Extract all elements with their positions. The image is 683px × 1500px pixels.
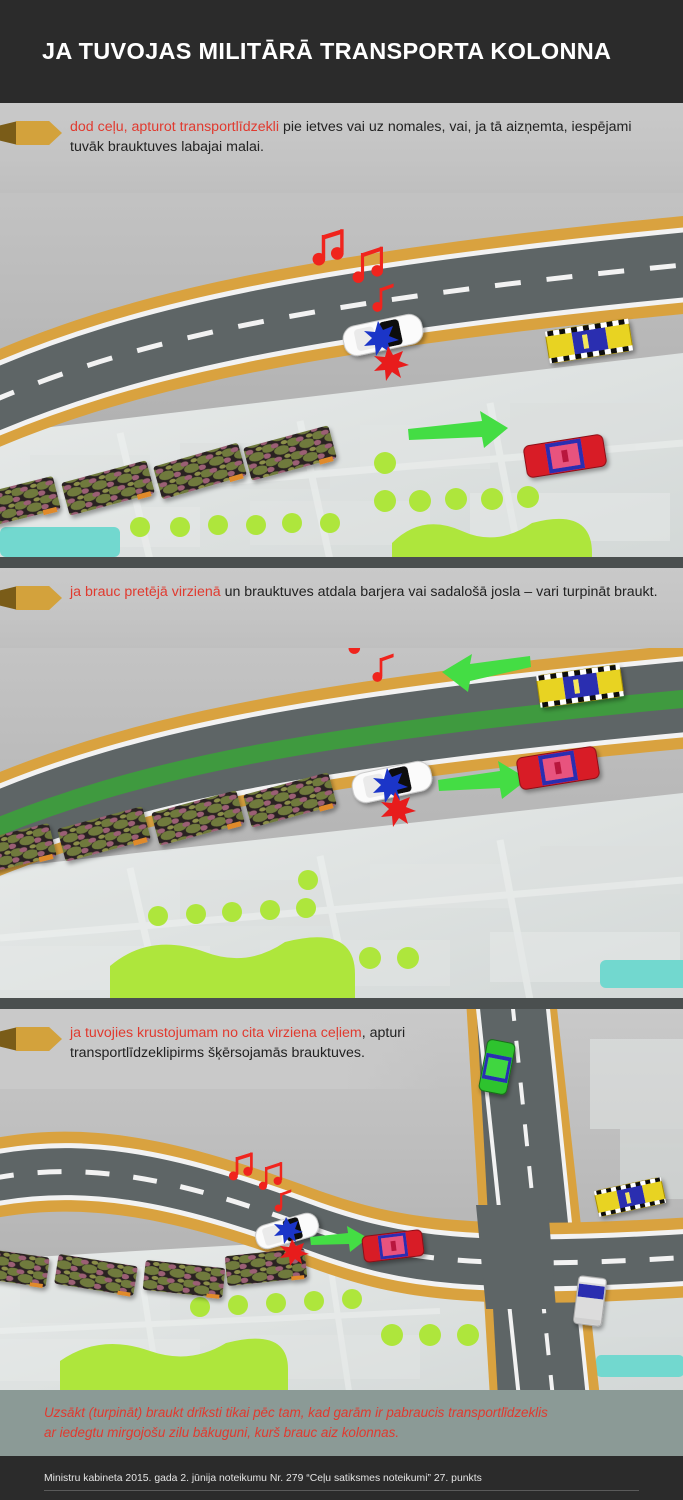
instruction-block-3: ja tuvojies krustojumam no cita virziena… xyxy=(0,1009,440,1089)
water-area-2 xyxy=(600,960,683,988)
siren-sound-notes-3 xyxy=(228,1152,292,1212)
scene-2-svg xyxy=(0,568,683,1000)
gold-pencil-marker-3 xyxy=(0,1027,62,1051)
footnote-block: Uzsākt (turpināt) braukt drīksti tikai p… xyxy=(0,1390,683,1456)
page-title: JA TUVOJAS MILITĀRĀ TRANSPORTA KOLONNA xyxy=(42,38,612,64)
footnote-line-1: Uzsākt (turpināt) braukt drīksti tikai p… xyxy=(44,1404,548,1420)
police-siren-lights-3 xyxy=(274,1217,309,1266)
police-siren-lights xyxy=(364,321,409,381)
military-convoy-2 xyxy=(0,772,337,877)
tree-dots xyxy=(130,452,592,560)
yellow-taxi-2 xyxy=(536,664,624,708)
red-car-2 xyxy=(516,746,600,790)
green-car xyxy=(478,1039,516,1095)
instruction-highlight-1: dod ceļu, apturot transportlīdzekli xyxy=(70,119,279,135)
water-area-3 xyxy=(596,1355,683,1377)
scene-separator-2 xyxy=(0,998,683,1009)
tree-dots-3 xyxy=(60,1263,479,1391)
credit-bar: Ministru kabineta 2015. gada 2. jūnija n… xyxy=(0,1456,683,1500)
water-area xyxy=(0,527,120,557)
red-car xyxy=(523,434,607,478)
police-siren-lights-2 xyxy=(373,768,416,827)
red-car-3 xyxy=(361,1229,425,1263)
scene-2-illustration xyxy=(0,568,683,1000)
instruction-text-2: ja brauc pretējā virzienā un brauktuves … xyxy=(62,582,683,602)
instruction-rest-3: , apturi transportlīdzeklipirms šķērsoja… xyxy=(70,1025,406,1062)
footnote-line-2: ar iedegtu mirgojošu zilu bākuguni, kurš… xyxy=(44,1425,400,1440)
header-bar: JA TUVOJAS MILITĀRĀ TRANSPORTA KOLONNA xyxy=(0,0,683,103)
tree-dots-2 xyxy=(110,870,419,1000)
direction-arrow-left xyxy=(442,654,531,692)
direction-arrow-right-3 xyxy=(310,1226,368,1252)
city-blocks-2 xyxy=(0,839,683,1000)
yellow-taxi xyxy=(545,318,633,364)
scene-3-illustration xyxy=(0,1009,683,1398)
yellow-taxi-3 xyxy=(594,1177,666,1217)
instruction-block-1: dod ceļu, apturot transportlīdzekli pie … xyxy=(0,103,683,193)
instruction-highlight-2: ja brauc pretējā virzienā xyxy=(70,584,221,600)
direction-arrow-right xyxy=(408,411,508,448)
lane-dashes xyxy=(0,262,683,401)
direction-arrow-right-2 xyxy=(438,761,528,799)
scene-separator-1 xyxy=(0,557,683,568)
military-convoy xyxy=(0,425,337,530)
footnote-text: Uzsākt (turpināt) braukt drīksti tikai p… xyxy=(0,1403,592,1443)
instruction-text-3: ja tuvojies krustojumam no cita virziena… xyxy=(62,1023,440,1063)
instruction-text-1: dod ceļu, apturot transportlīdzekli pie … xyxy=(62,117,683,157)
city-blocks-3-right xyxy=(590,1039,683,1337)
instruction-rest-2: un brauktuves atdala barjera vai sadaloš… xyxy=(220,584,658,600)
road-surface xyxy=(0,215,683,447)
gold-pencil-marker-2 xyxy=(0,586,62,610)
median-strip xyxy=(0,689,683,836)
instruction-rest-1: pie ietves vai uz nomales, vai, ja tā ai… xyxy=(70,119,632,156)
white-van xyxy=(573,1275,607,1327)
scene-3-svg xyxy=(0,1009,683,1398)
siren-sound-notes xyxy=(312,229,394,312)
instruction-block-2: ja brauc pretējā virzienā un brauktuves … xyxy=(0,568,683,648)
gold-pencil-marker-1 xyxy=(0,121,62,145)
instruction-highlight-3: ja tuvojies krustojumam no cita virziena… xyxy=(70,1025,362,1041)
road-surface-3 xyxy=(0,1131,683,1309)
credit-divider xyxy=(44,1490,639,1491)
military-convoy-3 xyxy=(0,1246,308,1299)
credit-text: Ministru kabineta 2015. gada 2. jūnija n… xyxy=(44,1472,482,1484)
